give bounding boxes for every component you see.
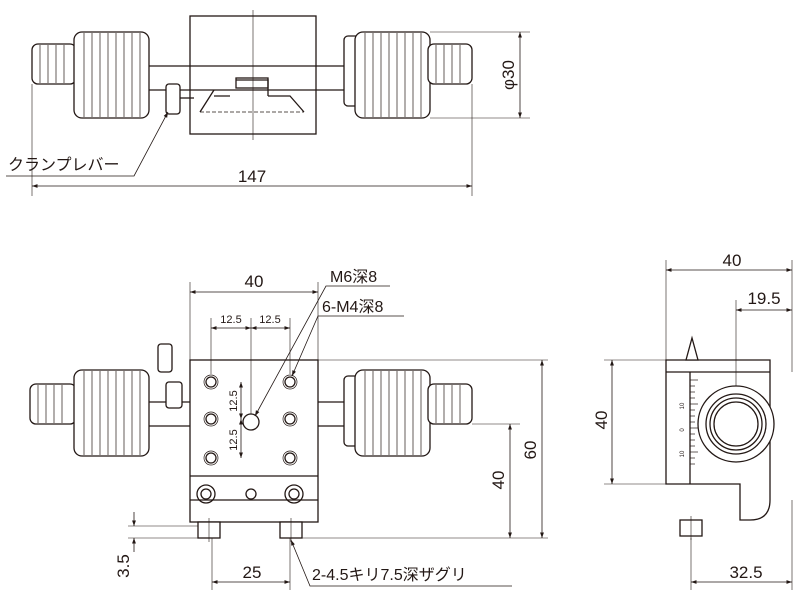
- m4-holes: [203, 374, 298, 466]
- counterbore-holes: [196, 484, 304, 504]
- axis-offset-text: 19.5: [747, 289, 780, 308]
- counterbore-callout: 2-4.5キリ7.5深ザグリ: [290, 539, 512, 587]
- left-knob-front: [29, 343, 190, 457]
- knob-diameter-dimension: φ30: [430, 31, 530, 119]
- stage-body-top: [165, 10, 317, 140]
- holes-label: 6-M4深8: [322, 298, 383, 316]
- height-total-text: 60: [521, 441, 540, 460]
- side-view: 10 0 10 40 19.5 40: [592, 251, 793, 590]
- angle-scale: [690, 379, 698, 465]
- mount-offset-text: 3.5: [114, 554, 133, 578]
- overall-width-dimension: 147: [31, 84, 473, 196]
- scale-mark-upper: 10: [680, 402, 686, 409]
- height-center-text: 40: [489, 471, 508, 490]
- hole-pitch-horizontal: 12.5 12.5: [210, 314, 291, 414]
- overall-width-text: 147: [238, 167, 266, 186]
- knob-diameter-text: φ30: [499, 60, 518, 90]
- front-view: 40 12.5 12.5 12.5 12.5 M6深8 6-M4深8: [29, 268, 548, 590]
- right-knob-top: [316, 31, 473, 119]
- axis-offset-dimension: 19.5: [735, 289, 792, 386]
- scale-mark-lower: 10: [680, 450, 686, 457]
- clamp-lever-callout: クランプレバー: [6, 111, 169, 177]
- front-width-text: 40: [245, 272, 264, 291]
- scale-mark-middle: 0: [680, 428, 686, 432]
- side-width-dimension: 40: [665, 251, 793, 372]
- mount-offset-dimension: 3.5: [114, 512, 198, 578]
- front-height-dimensions: 60 40: [302, 359, 548, 539]
- clamp-lever-label: クランプレバー: [8, 156, 120, 174]
- pitch-left-text: 12.5: [220, 314, 241, 326]
- pitch-vertical-lower-text: 12.5: [228, 429, 240, 450]
- hole-pitch-vertical: 12.5 12.5: [228, 382, 243, 458]
- base-width-text: 32.5: [729, 563, 762, 582]
- top-view: φ30 147 クランプレバー: [6, 10, 530, 196]
- side-height-text: 40: [592, 411, 611, 430]
- pitch-vertical-upper-text: 12.5: [228, 390, 240, 411]
- right-knob-front: [318, 369, 473, 457]
- hole-callouts: M6深8 6-M4深8: [254, 268, 404, 417]
- side-width-text: 40: [723, 251, 742, 270]
- side-height-dimension: 40: [592, 359, 666, 485]
- mount-pitch-dimension: 25: [211, 538, 291, 590]
- pitch-right-text: 12.5: [259, 314, 280, 326]
- left-knob-top: [31, 31, 190, 119]
- stage-body-front: [189, 359, 319, 542]
- base-width-dimension: 32.5: [690, 500, 793, 590]
- front-width-dimension: 40: [189, 272, 319, 360]
- counterbore-label: 2-4.5キリ7.5深ザグリ: [312, 566, 467, 584]
- center-hole-label: M6深8: [330, 268, 377, 286]
- mount-pitch-text: 25: [243, 563, 262, 582]
